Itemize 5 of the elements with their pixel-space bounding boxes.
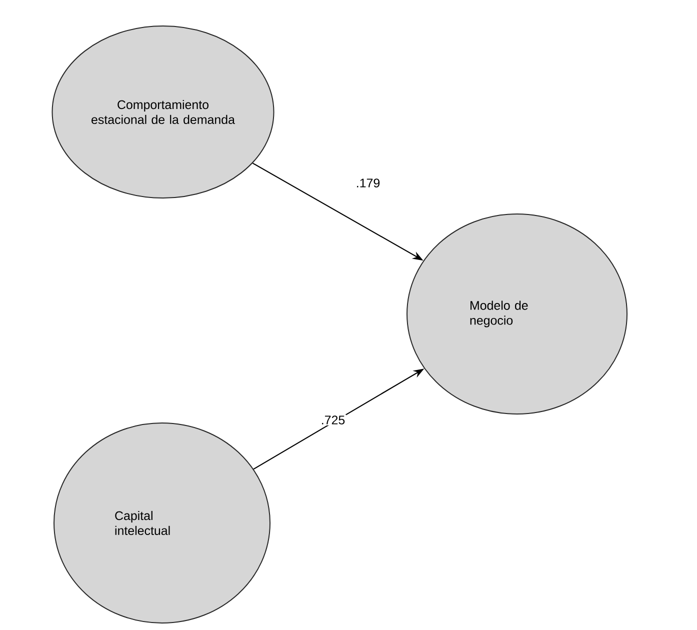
ellipse-node: Comportamiento estacional de la demanda xyxy=(52,26,274,198)
edge-label: .725 xyxy=(320,414,346,426)
ellipse-node: Modelo de negocio xyxy=(406,214,628,414)
ellipse-node: Capital intelectual xyxy=(54,422,270,624)
edge-label: .179 xyxy=(354,178,382,188)
